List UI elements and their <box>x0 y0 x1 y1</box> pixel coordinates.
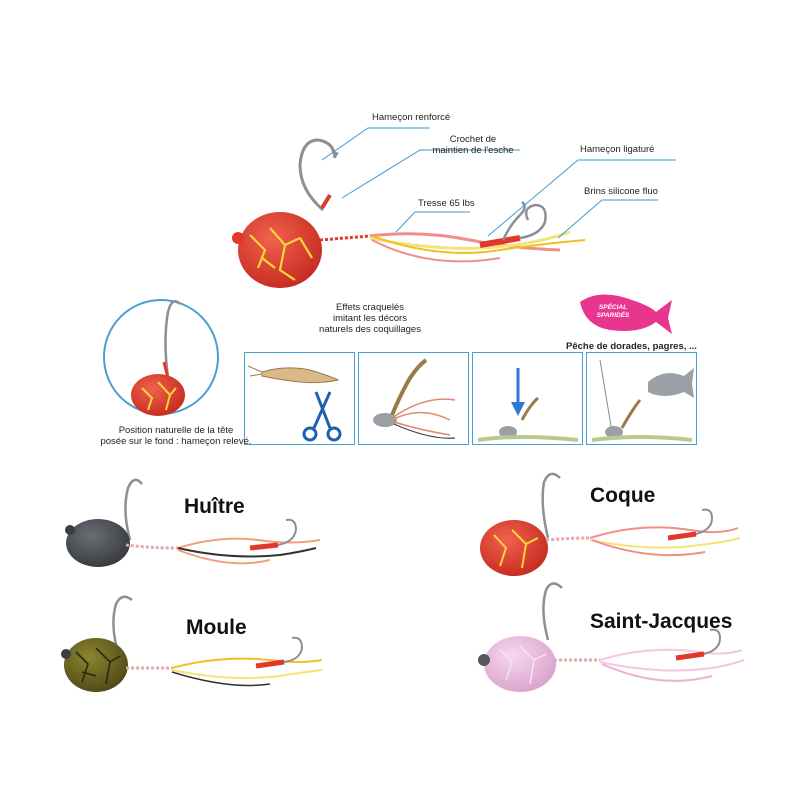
variant-lure-huitre <box>65 478 321 567</box>
callout-lines <box>321 127 676 239</box>
braid <box>319 234 371 242</box>
special-badge <box>580 294 672 334</box>
variant-lure-moule <box>61 595 323 692</box>
position-caption-line2: posée sur le fond : hameçon relevé. <box>100 436 252 447</box>
clip <box>320 193 332 210</box>
main-head <box>238 212 322 288</box>
label-braid: Tresse 65 lbs <box>418 198 475 209</box>
label-assist-hook: Hameçon ligaturé <box>580 144 655 155</box>
target-species: Pêche de dorades, pagres, ... <box>566 341 697 352</box>
variant-name-moule: Moule <box>186 616 247 639</box>
crackle-caption-line3: naturels des coquillages <box>319 324 421 335</box>
assist-sleeve <box>479 235 521 248</box>
variant-name-saint-jacques: Saint-Jacques <box>590 610 733 633</box>
label-silicone: Brins silicone fluo <box>584 186 658 197</box>
main-lure <box>232 138 586 288</box>
label-hook: Hameçon renforcé <box>372 112 451 123</box>
position-inset <box>103 299 219 416</box>
badge-line2: SPARIDÉS <box>596 312 630 319</box>
badge-line1: SPÉCIAL <box>598 304 628 311</box>
crackle-caption-line2: imitant les décors <box>333 313 407 324</box>
variant-lure-coque <box>480 472 741 576</box>
variant-name-huitre: Huître <box>184 495 245 518</box>
label-clip-line1: Crochet de <box>449 134 497 145</box>
assist-hook <box>519 203 547 240</box>
main-hook <box>298 138 337 212</box>
label-clip-line2: maintien de l'esche <box>432 145 514 156</box>
variant-lure-saint-jacques <box>478 582 745 692</box>
variant-name-coque: Coque <box>590 484 656 507</box>
crackle-caption-line1: Effets craquelés <box>336 302 404 313</box>
position-caption-line1: Position naturelle de la tête <box>118 425 234 436</box>
strip-scenes <box>244 352 697 445</box>
